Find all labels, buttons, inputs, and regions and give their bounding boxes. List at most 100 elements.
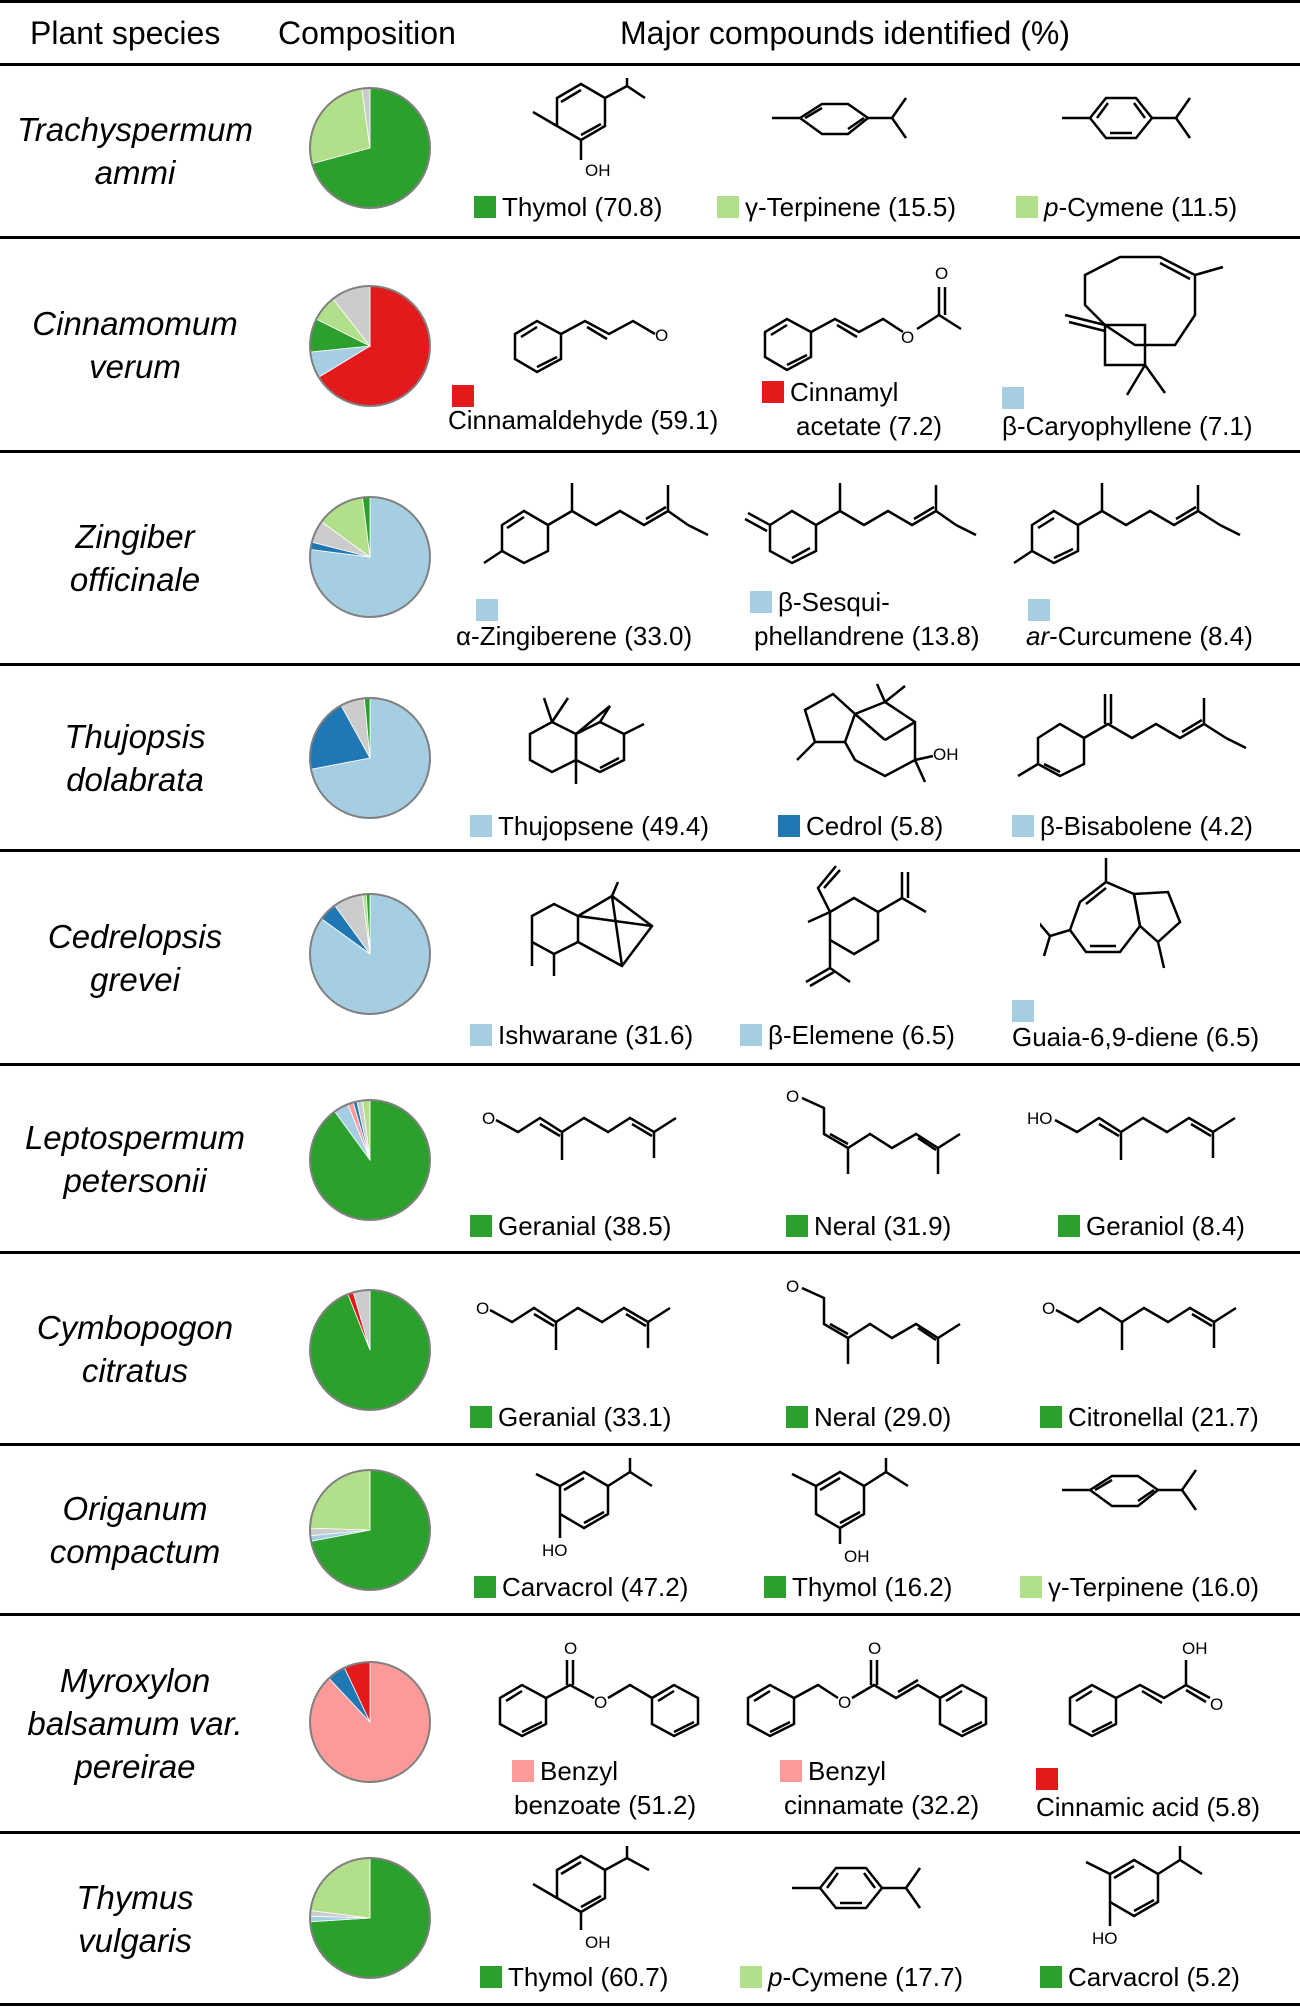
species-name: Cymbopogon citratus [36, 1308, 234, 1389]
color-swatch [764, 1576, 786, 1598]
compound-label: p-Cymene (11.5) [1016, 190, 1237, 224]
compound-label: benzoate (51.2) [514, 1790, 697, 1820]
color-swatch [762, 381, 784, 403]
pie-outline [309, 893, 431, 1015]
compound-label: Neral (29.0) [786, 1400, 951, 1434]
table-row: Myroxylon balsamum var. pereirae O O O O [0, 1616, 1300, 1834]
caryophyllene-structure [1064, 255, 1224, 396]
compound-label: Thymol (16.2) [764, 1570, 952, 1604]
table-row: Zingiber officinale α-Zingiberene (33 [0, 453, 1300, 666]
table-row: Cedrelopsis grevei Ishwarane (31.6) β-El… [0, 852, 1300, 1066]
pie-outline [309, 496, 431, 618]
table-row: Cymbopogon citratus O O O Geranial (33.1… [0, 1254, 1300, 1446]
svg-text:HO: HO [542, 1541, 568, 1560]
color-swatch [740, 1966, 762, 1988]
svg-text:OH: OH [933, 745, 959, 764]
table-row: Thymus vulgaris OH HO Thymol (60.7) p-Cy… [0, 1834, 1300, 2006]
pie-outline [309, 1857, 431, 1979]
neral-structure: O [786, 1087, 961, 1174]
benzyl-cinnamate-structure: O O [746, 1639, 988, 1738]
color-swatch [1012, 1000, 1034, 1022]
cedrol-structure: OH [796, 683, 959, 783]
composition-pie [309, 1661, 431, 1783]
italic-prefix: p [768, 1962, 783, 1992]
compound-label: Geraniol (8.4) [1058, 1209, 1245, 1243]
pie-outline [309, 285, 431, 407]
color-swatch [1002, 387, 1024, 409]
p-cymene-structure [792, 1866, 922, 1910]
italic-prefix: ar [1026, 621, 1050, 651]
species-name: Cedrelopsis grevei [47, 917, 223, 998]
color-swatch [512, 1760, 534, 1782]
compound-label: Cinnamyl [762, 375, 898, 409]
svg-text:O: O [482, 1109, 495, 1128]
compound-label: Cinnamic acid (5.8) [1036, 1792, 1260, 1822]
sesquiphellandrene-structure [744, 483, 977, 565]
table-header: Plant species Composition Major compound… [0, 0, 1300, 66]
pie-outline [309, 1469, 431, 1591]
citronellal-structure: O [1042, 1299, 1237, 1350]
svg-text:O: O [838, 1693, 851, 1712]
color-swatch [452, 385, 474, 407]
pie-outline [309, 697, 431, 819]
compound-label: acetate (7.2) [796, 411, 942, 441]
color-swatch [1012, 815, 1034, 837]
header-compounds: Major compounds identified (%) [620, 15, 1070, 51]
header-species: Plant species [30, 15, 221, 51]
ar-curcumene-structure [1013, 483, 1241, 565]
species-name: Trachyspermum ammi [17, 111, 253, 191]
p-cymene-structure [1062, 96, 1192, 140]
compound-label: Thujopsene (49.4) [470, 809, 709, 843]
color-swatch [470, 1215, 492, 1237]
svg-text:HO: HO [1027, 1109, 1053, 1128]
compound-label: Cedrol (5.8) [778, 809, 943, 843]
color-swatch [786, 1406, 808, 1428]
composition-pie [309, 87, 431, 209]
compound-label: phellandrene (13.8) [754, 621, 980, 651]
color-swatch [470, 1406, 492, 1428]
table-row: Thujopsis dolabrata OH Thujopsene (4 [0, 666, 1300, 852]
color-swatch [717, 196, 739, 218]
compound-label: Geranial (38.5) [470, 1209, 671, 1243]
composition-pie [309, 496, 431, 618]
compound-label: γ-Terpinene (16.0) [1020, 1570, 1259, 1604]
compound-label: Benzyl [512, 1754, 618, 1788]
compound-label: Geranial (33.1) [470, 1400, 671, 1434]
composition-pie [309, 1099, 431, 1221]
composition-pie [309, 1857, 431, 1979]
color-swatch [470, 815, 492, 837]
compound-label: Thymol (70.8) [474, 190, 662, 224]
color-swatch [474, 196, 496, 218]
carvacrol-structure: HO [1085, 1846, 1203, 1948]
svg-text:OH: OH [585, 161, 611, 180]
table-row: Trachyspermum ammi OH Thymol (70.8) γ-Te… [0, 66, 1300, 239]
compound-label: Citronellal (21.7) [1040, 1400, 1259, 1434]
svg-text:OH: OH [1182, 1639, 1208, 1658]
thymol-structure: OH [532, 1846, 650, 1952]
svg-text:O: O [935, 264, 948, 283]
header-composition: Composition [278, 15, 456, 51]
zingiberene-structure [483, 483, 709, 565]
svg-text:HO: HO [1092, 1929, 1118, 1948]
species-name: Leptospermum petersonii [24, 1118, 246, 1199]
benzyl-benzoate-structure: O O [498, 1639, 700, 1738]
species-name: Thymus vulgaris [76, 1878, 194, 1959]
compound-label: α-Zingiberene (33.0) [456, 621, 693, 651]
species-name: Myroxylon balsamum var. pereirae [27, 1662, 243, 1785]
svg-text:O: O [868, 1639, 881, 1658]
svg-text:O: O [786, 1087, 799, 1106]
compound-label: Carvacrol (47.2) [474, 1570, 688, 1604]
compound-label: γ-Terpinene (15.5) [717, 190, 956, 224]
pie-outline [309, 1289, 431, 1411]
compound-label: β-Sesqui- [750, 585, 890, 619]
carvacrol-structure: HO [535, 1458, 653, 1560]
compound-label: Benzyl [780, 1754, 886, 1788]
svg-text:OH: OH [844, 1547, 870, 1566]
thymol-structure: OH [791, 1458, 909, 1566]
color-swatch [750, 591, 772, 613]
table-row: Leptospermum petersonii O O HO Geranial … [0, 1066, 1300, 1254]
compound-label: β-Caryophyllene (7.1) [1002, 411, 1253, 441]
svg-text:O: O [594, 1693, 607, 1712]
color-swatch [778, 815, 800, 837]
compound-label: Guaia-6,9-diene (6.5) [1012, 1022, 1260, 1052]
